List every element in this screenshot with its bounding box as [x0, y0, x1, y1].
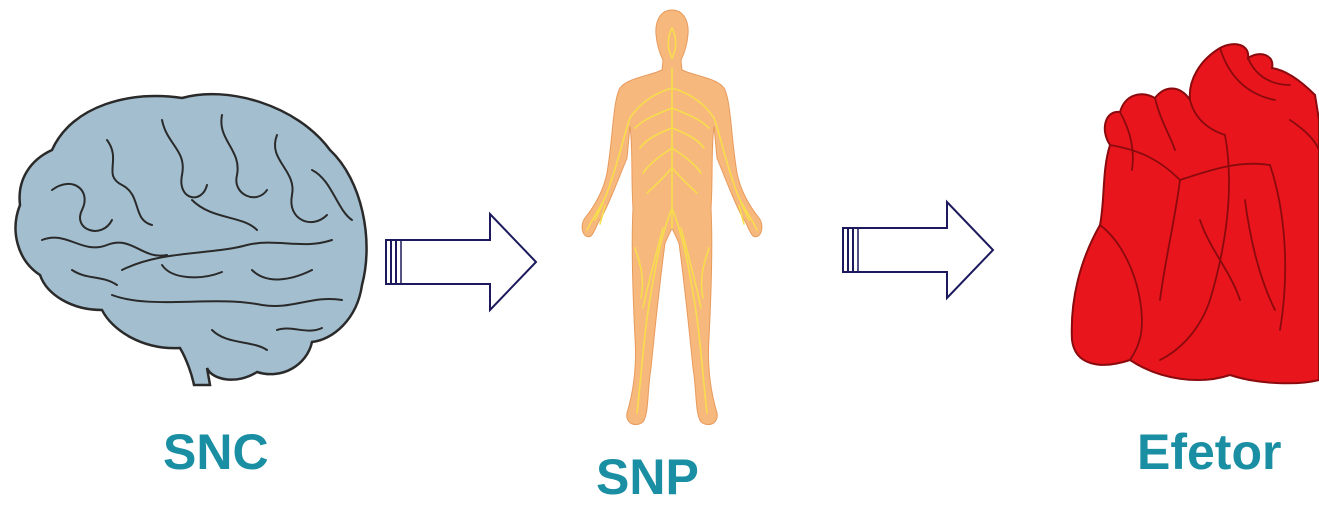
snp-label: SNP [596, 452, 699, 502]
brain-icon [12, 80, 372, 390]
efetor-label: Efetor [1137, 427, 1281, 477]
nervous-system-body-icon [575, 8, 770, 433]
snc-label: SNC [163, 427, 269, 477]
arrow-right-icon [384, 212, 540, 312]
arrow-right-icon [841, 200, 997, 300]
heart-icon [1060, 40, 1319, 385]
